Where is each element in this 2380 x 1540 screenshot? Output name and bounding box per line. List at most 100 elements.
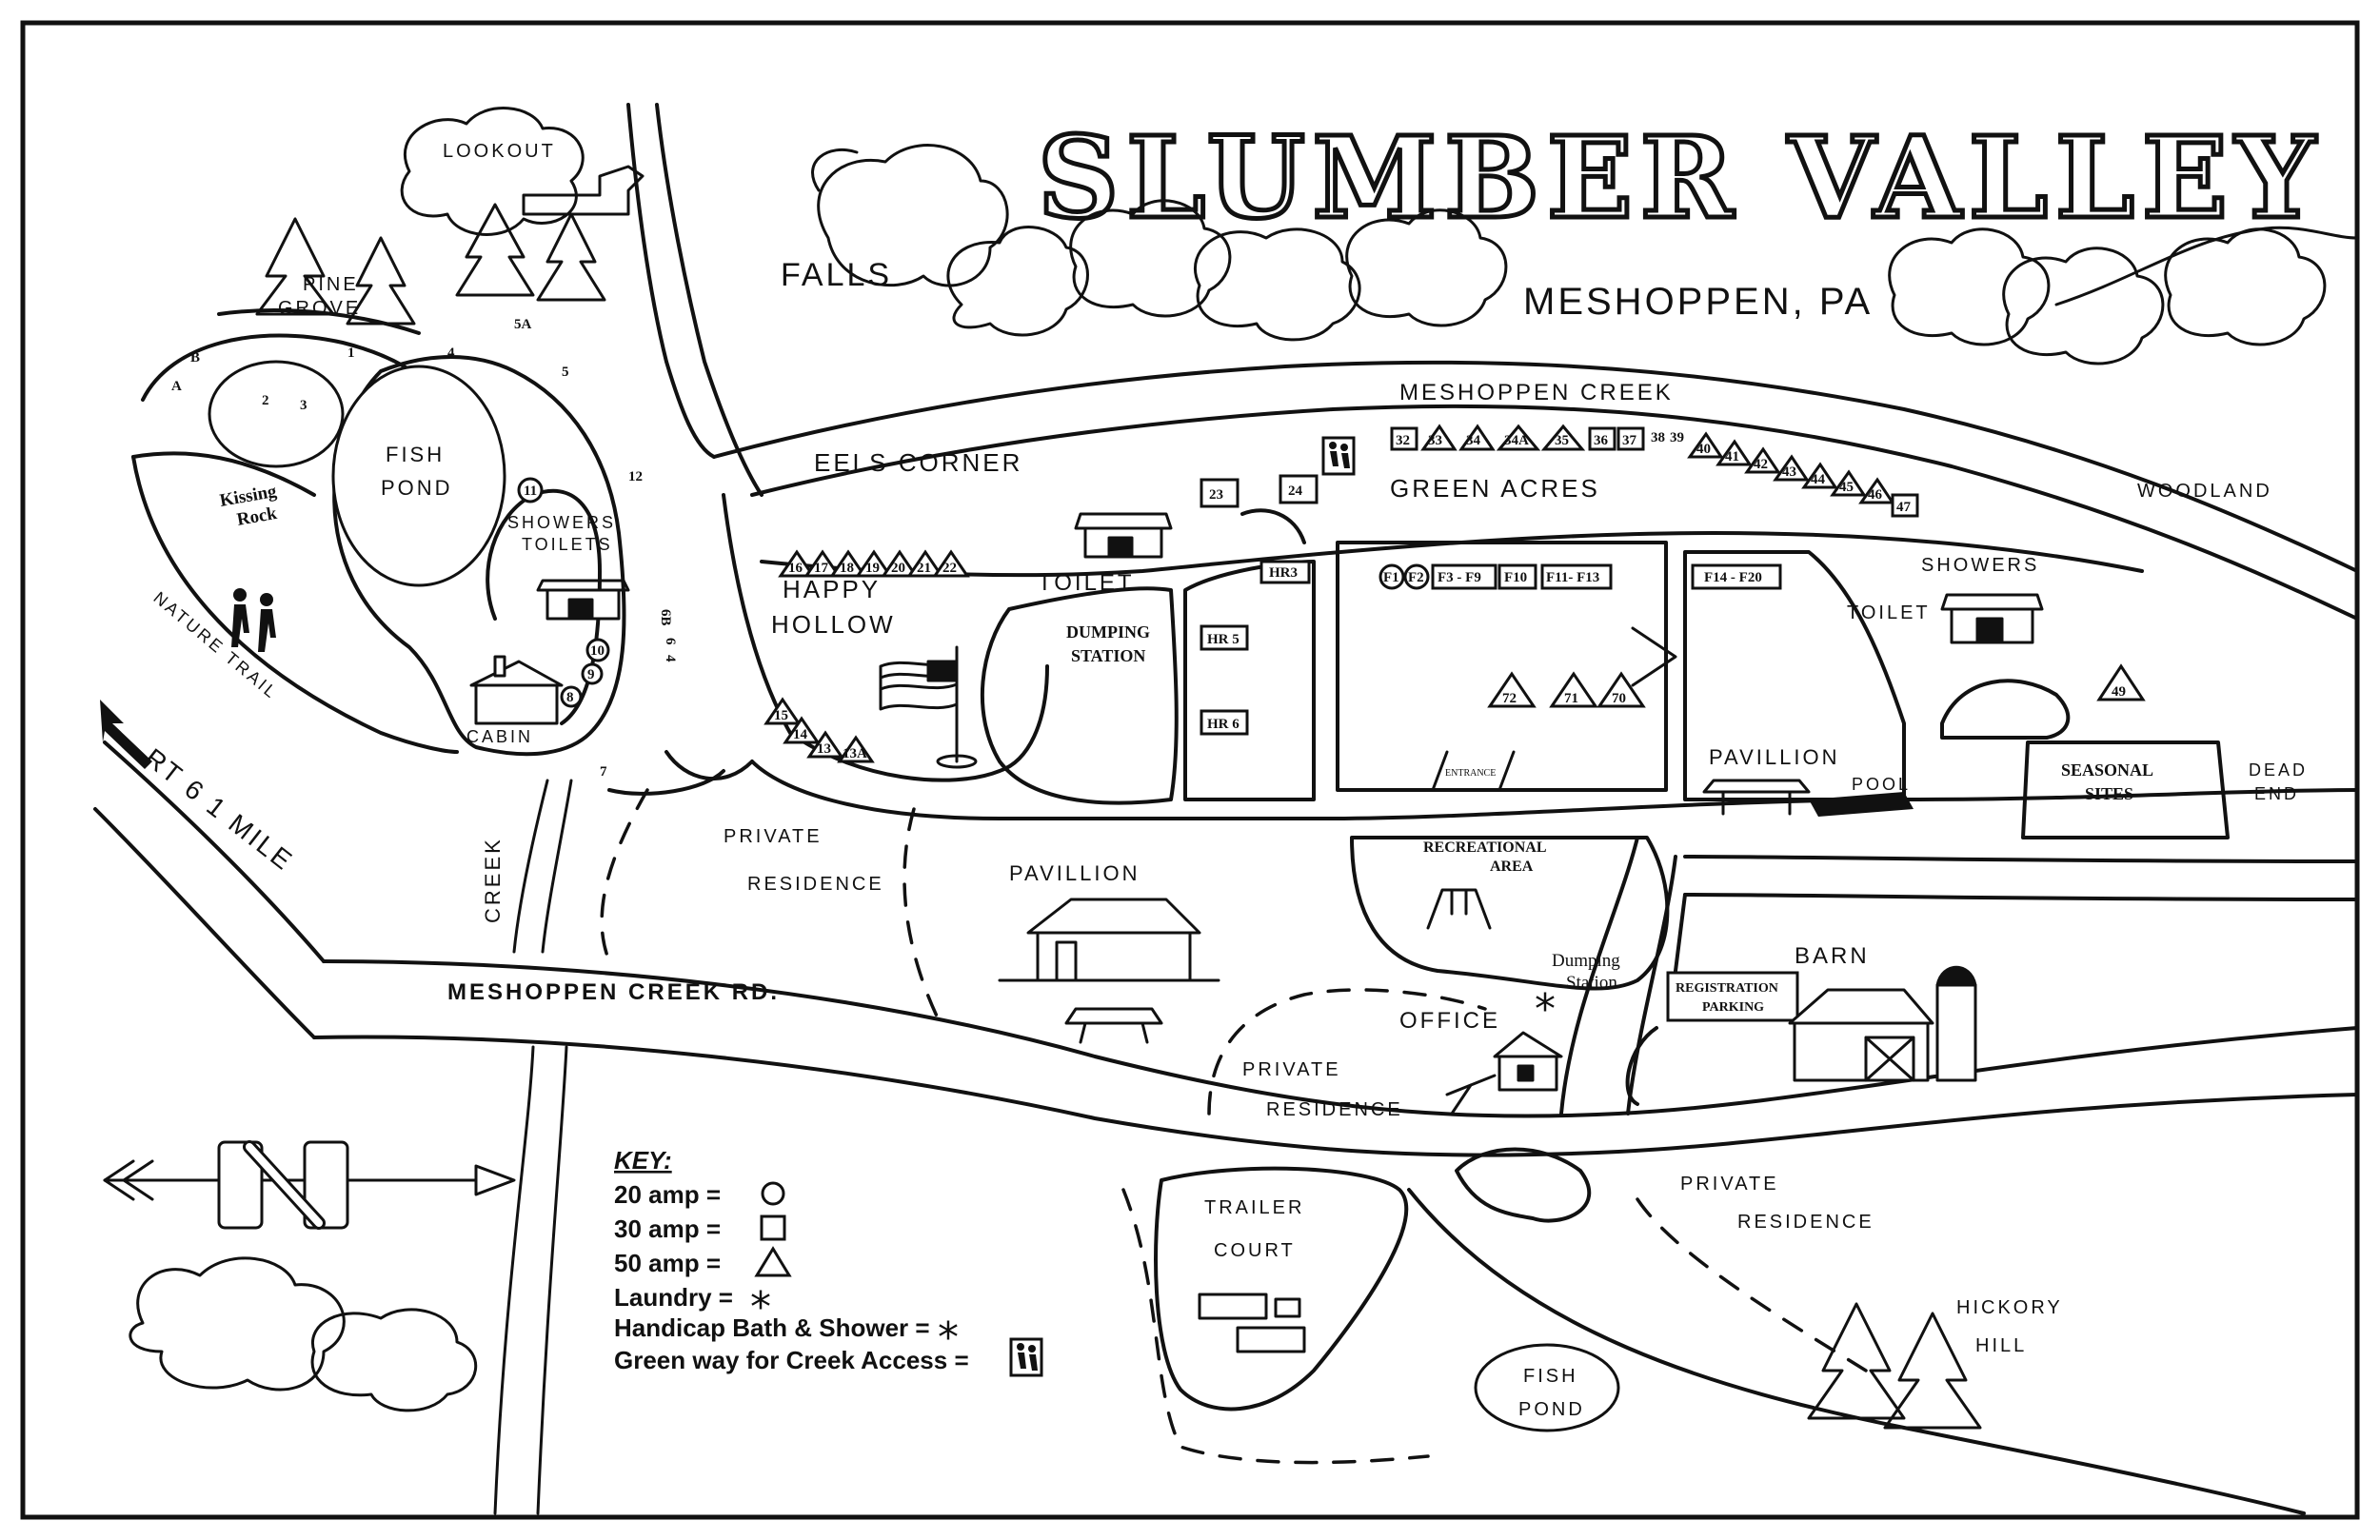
site-44: 44 (1811, 472, 1826, 487)
eels-corner-label: EELS CORNER (814, 448, 1022, 477)
private-dash-2 (902, 807, 944, 1030)
fish-pond-left-label-1: FISH (386, 443, 445, 466)
site-9-marker (581, 662, 604, 685)
fish-pond-bottom-label-2: POND (1518, 1399, 1585, 1420)
left-entry-road (664, 750, 754, 780)
site-A: A (171, 379, 182, 394)
tree-cluster-bottom-left-b (310, 1308, 478, 1412)
dead-end-label-2: END (2254, 784, 2299, 803)
site-34: 34 (1466, 433, 1481, 448)
small-creek-a (512, 779, 549, 954)
key-50amp: 50 amp = (614, 1249, 721, 1277)
hiker-icon (1017, 1343, 1038, 1371)
greenway-box (1321, 436, 1356, 476)
hickory-hill-label-2: HILL (1975, 1335, 2027, 1356)
recreational-label-1: RECREATIONAL (1423, 839, 1547, 856)
lookout-cloud (400, 107, 585, 236)
happy-hollow-road-outer (722, 493, 1049, 782)
rt6-label: RT 6 1 MILE (139, 742, 299, 877)
private-residence-2a: PRIVATE (1242, 1059, 1341, 1080)
toilet-mid-label: TOILET (1038, 570, 1135, 596)
site-F2-marker (1403, 563, 1430, 590)
rt6-road-a (103, 740, 326, 963)
key-20amp: 20 amp = (614, 1180, 721, 1209)
site-14: 14 (793, 727, 808, 742)
site-17: 17 (814, 561, 829, 576)
pine-grove-label-1: PINE (303, 274, 359, 295)
hr-connector (1240, 508, 1306, 544)
site-13: 13 (817, 741, 831, 757)
fish-pond-loop-outer (332, 355, 626, 757)
site-4: 4 (447, 346, 455, 361)
site-47: 47 (1896, 500, 1912, 515)
site-49-marker (2096, 663, 2146, 701)
key-greenway: Green way for Creek Access = (614, 1346, 969, 1374)
site-33: 33 (1428, 433, 1442, 448)
site-F3: F3 - F9 (1438, 570, 1481, 585)
site-F14: F14 - F20 (1704, 570, 1762, 585)
site-15: 15 (774, 708, 788, 723)
tree-cluster-icon (817, 144, 2327, 365)
site-row-40-46: 40 41 42 43 44 45 46 47 (1687, 431, 1919, 518)
hiker-icon (1329, 442, 1350, 468)
fish-pond-left-label-2: POND (381, 476, 453, 500)
site-41: 41 (1725, 449, 1739, 464)
site-F14-box (1691, 563, 1782, 590)
falls-cloud (811, 148, 859, 192)
hr6-label: HR 6 (1207, 717, 1240, 732)
site-7: 7 (600, 764, 607, 780)
office-road (1559, 836, 1639, 1116)
fish-pond-left (331, 365, 506, 587)
private-dash-1 (600, 788, 649, 963)
site-3: 3 (300, 398, 307, 413)
showers-loop (1940, 679, 2071, 740)
private-residence-3b: RESIDENCE (1737, 1212, 1874, 1233)
site-F3-box (1431, 563, 1497, 590)
meshoppen-creek-rd-label: MESHOPPEN CREEK RD. (447, 979, 780, 1005)
hickory-hill-label-1: HICKORY (1956, 1297, 2063, 1318)
key-heading: KEY: (614, 1146, 672, 1175)
rt6-arrow-icon (100, 700, 152, 769)
happy-label: HAPPY (783, 575, 881, 603)
f-block-notch (1631, 626, 1677, 687)
pavillion-right-label: PAVILLION (1709, 745, 1839, 769)
entrance-label: ENTRANCE (1445, 768, 1496, 779)
site-5A: 5A (514, 317, 532, 332)
lookout-label: LOOKOUT (443, 141, 556, 162)
woodland-label: WOODLAND (2137, 481, 2272, 502)
compass-north-arrow-icon (103, 1140, 516, 1230)
site-72: 72 (1502, 691, 1517, 706)
site-40: 40 (1696, 442, 1711, 457)
site-70-marker (1597, 671, 1646, 708)
key-handicap: Handicap Bath & Shower = (614, 1313, 930, 1342)
tree-icon (1807, 1302, 1982, 1430)
barn-icon (1788, 965, 1977, 1082)
private-residence-1a: PRIVATE (724, 826, 823, 847)
rt6-road-b (93, 807, 316, 1039)
site-34A: 34A (1504, 433, 1529, 448)
hr5-box (1200, 624, 1249, 651)
site-20: 20 (891, 561, 905, 576)
hiker-icon (231, 588, 276, 652)
office-label: OFFICE (1399, 1008, 1500, 1034)
cabin-label: CABIN (466, 727, 533, 746)
site-5: 5 (562, 365, 569, 380)
site-18: 18 (840, 561, 854, 576)
fish-pond-dash (1636, 1197, 1868, 1372)
site-6B: 6B (658, 609, 673, 626)
trailer-dash (1121, 1188, 1430, 1465)
site-46: 46 (1868, 487, 1883, 503)
site-6: 6 (663, 638, 678, 645)
site-37: 37 (1622, 433, 1637, 448)
site-42: 42 (1754, 457, 1768, 472)
site-row-32-39: 32 33 34 34A 35 36 37 38 39 (1390, 424, 1684, 451)
left-entry-road-b (607, 769, 725, 796)
green-acres-label: GREEN ACRES (1390, 474, 1600, 503)
registration-box (1666, 971, 1799, 1022)
site-24-box (1279, 474, 1319, 504)
f14-block (1683, 550, 1906, 801)
nature-trail-b (131, 451, 316, 497)
site-12: 12 (628, 469, 643, 484)
site-19: 19 (865, 561, 880, 576)
site-9: 9 (587, 667, 595, 682)
